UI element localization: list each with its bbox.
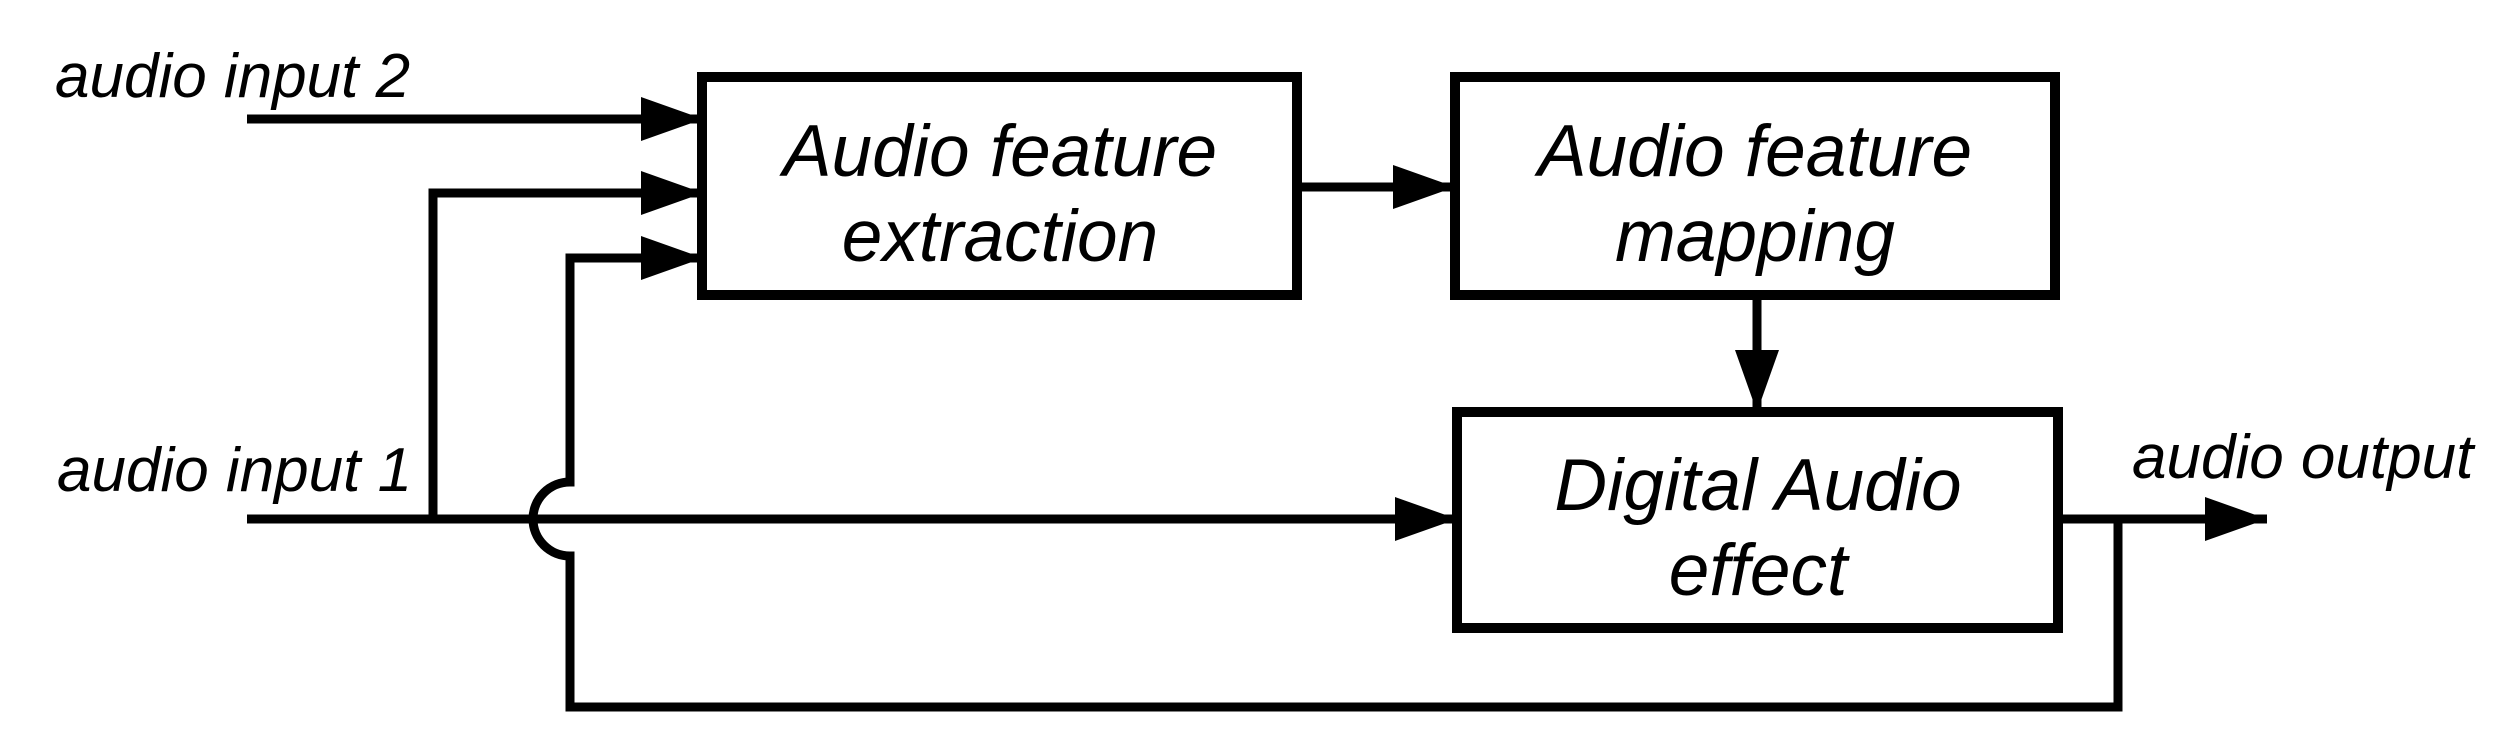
edge-output-feedback-to-extraction [528, 236, 2123, 712]
audio-output-label: audio output [2132, 423, 2476, 492]
node-audio-feature-extraction-label-line2: extraction [842, 196, 1159, 277]
node-audio-feature-mapping-label-line1: Audio feature [1534, 111, 1972, 192]
node-audio-feature-extraction-box [697, 72, 1302, 300]
node-audio-feature-mapping-box [1450, 72, 2060, 300]
audio-input-1-label: audio input 1 [57, 436, 412, 505]
node-digital-audio-effect-label-line2: effect [1669, 530, 1850, 611]
node-digital-audio-effect-label-line1: Digital Audio [1554, 445, 1961, 526]
node-audio-feature-mapping-label-line2: mapping [1615, 196, 1895, 277]
audio-input-2-label: audio input 2 [55, 42, 410, 111]
edge-audio-input-1-branch-to-extraction [428, 171, 703, 519]
node-audio-feature-extraction-label-line1: Audio feature [779, 111, 1217, 192]
node-digital-audio-effect-box [1452, 407, 2063, 633]
